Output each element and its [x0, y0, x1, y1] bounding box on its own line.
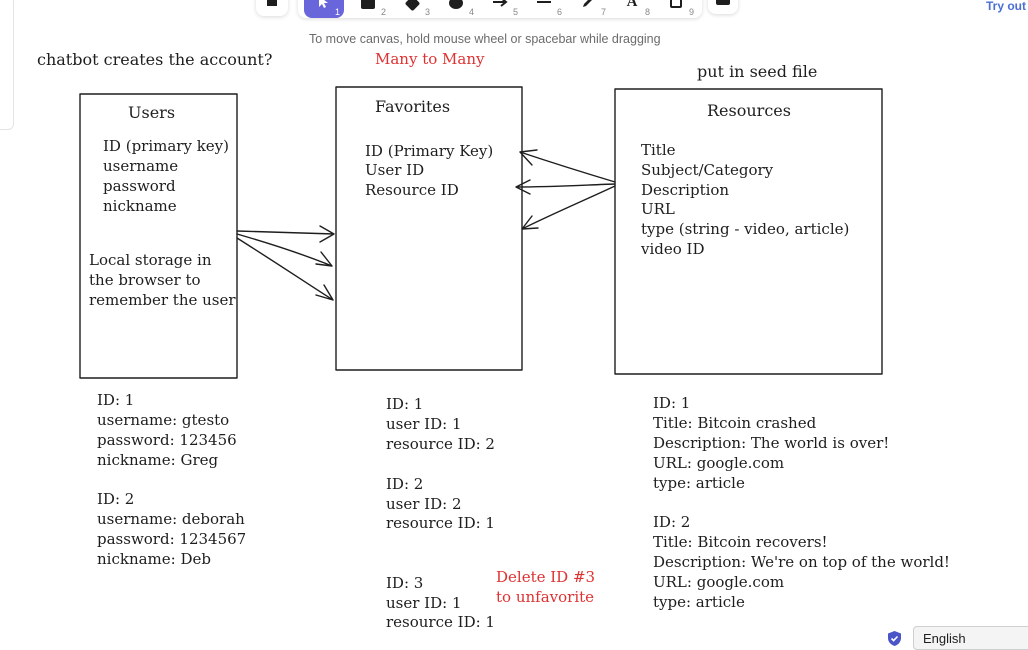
favorites-title: Favorites: [375, 97, 451, 116]
users-note-line: Local storage in: [89, 251, 212, 269]
tool-number: 9: [688, 7, 694, 17]
image-icon: [670, 0, 682, 8]
library-icon: [716, 0, 730, 5]
resources-title: Resources: [707, 101, 791, 120]
library-button[interactable]: [708, 0, 738, 14]
users-to-favorites-arrow-1: [236, 225, 335, 243]
users-to-favorites-arrow-3: [236, 237, 334, 301]
resources-field: video ID: [641, 240, 705, 258]
users-title: Users: [128, 103, 176, 122]
tool-diamond[interactable]: 3: [390, 0, 434, 18]
note-delete-line: to unfavorite: [496, 588, 595, 606]
tool-number: 3: [424, 7, 430, 17]
tool-number: 6: [556, 7, 562, 17]
users-field: password: [103, 177, 176, 195]
resources-record-line: ID: 2: [653, 513, 691, 531]
users-record-line: ID: 1: [97, 391, 135, 409]
users-record-line: nickname: Deb: [97, 550, 211, 568]
resources-record-line: type: article: [653, 474, 745, 492]
line-icon: [537, 1, 551, 3]
resources-field: Description: [641, 181, 730, 199]
users-record-line: password: 1234567: [97, 530, 247, 548]
rectangle-icon: [361, 0, 375, 9]
favorites-record-line: user ID: 1: [386, 415, 462, 433]
users-to-favorites-arrow-2: [236, 233, 333, 267]
lock-icon: [267, 0, 277, 6]
tool-rectangle[interactable]: 2: [346, 0, 390, 18]
resources-record-line: Title: Bitcoin crashed: [653, 414, 817, 432]
favorites-box: [335, 86, 523, 371]
tool-selection[interactable]: 1: [304, 0, 344, 18]
tool-arrow[interactable]: 5: [478, 0, 522, 18]
users-field: username: [103, 157, 179, 175]
note-seed-file: put in seed file: [697, 62, 818, 81]
tool-number: 2: [380, 7, 386, 17]
note-many-to-many: Many to Many: [375, 50, 485, 68]
favorites-record-line: resource ID: 1: [386, 613, 495, 631]
favorites-record-line: resource ID: 1: [386, 514, 495, 532]
tool-text[interactable]: A 8: [610, 0, 654, 18]
tool-number: 5: [512, 7, 518, 17]
resources-to-favorites-arrow-2: [515, 179, 616, 195]
tool-ellipse[interactable]: 4: [434, 0, 478, 18]
users-record-line: nickname: Greg: [97, 451, 219, 469]
tool-number: 4: [468, 7, 474, 17]
shield-check-icon: [888, 631, 901, 646]
favorites-record-line: ID: 2: [386, 475, 424, 493]
resources-record-line: type: article: [653, 593, 745, 611]
pencil-icon: [583, 0, 592, 7]
favorites-record-line: resource ID: 2: [386, 435, 495, 453]
language-select[interactable]: English: [913, 626, 1028, 650]
resources-field: URL: [641, 200, 675, 218]
resources-field: Subject/Category: [641, 161, 774, 179]
users-box: [79, 93, 238, 379]
resources-record-line: URL: google.com: [653, 454, 785, 472]
note-chatbot: chatbot creates the account?: [37, 50, 273, 69]
users-field: ID (primary key): [103, 137, 230, 155]
resources-field: Title: [641, 141, 676, 159]
shape-toolbar: 1 2 3 4 5 6 7 A 8 9: [298, 0, 702, 18]
users-field: nickname: [103, 197, 177, 215]
resources-to-favorites-arrow-3: [521, 185, 616, 230]
resources-record-line: Description: We're on top of the world!: [653, 553, 950, 571]
tool-group: 1 2 3 4 5 6 7 A 8 9: [298, 0, 702, 18]
tool-image[interactable]: 9: [654, 0, 698, 18]
favorites-record-line: ID: 3: [386, 574, 424, 592]
users-record-line: password: 123456: [97, 431, 237, 449]
canvas-hint: To move canvas, hold mouse wheel or spac…: [309, 32, 661, 46]
try-out-link[interactable]: Try out: [985, 0, 1026, 13]
tool-number: 7: [600, 7, 606, 17]
tool-number: 8: [644, 7, 650, 17]
users-record-line: ID: 2: [97, 490, 135, 508]
arrow-icon: [493, 0, 508, 7]
favorites-field: Resource ID: [365, 181, 459, 199]
text-icon: A: [626, 0, 638, 10]
ellipse-icon: [449, 0, 463, 9]
note-delete-line: Delete ID #3: [496, 568, 596, 586]
favorites-record-line: user ID: 1: [386, 594, 462, 612]
favorites-record-line: ID: 1: [386, 395, 424, 413]
tool-draw[interactable]: 7: [566, 0, 610, 18]
side-panel: [0, 0, 14, 130]
users-note-line: the browser to: [89, 271, 201, 289]
resources-record-line: Title: Bitcoin recovers!: [653, 533, 828, 551]
resources-record-line: Description: The world is over!: [653, 434, 890, 452]
lock-button[interactable]: [256, 0, 288, 16]
favorites-field: ID (Primary Key): [365, 142, 494, 160]
users-record-line: username: deborah: [97, 510, 245, 528]
pointer-icon: [319, 0, 328, 8]
tool-number: 1: [334, 7, 340, 17]
resources-field: type (string - video, article): [641, 220, 850, 238]
favorites-field: User ID: [365, 161, 425, 179]
resources-record-line: ID: 1: [653, 394, 691, 412]
resources-to-favorites-arrow-1: [519, 149, 616, 183]
resources-record-line: URL: google.com: [653, 573, 785, 591]
users-record-line: username: gtesto: [97, 411, 230, 429]
users-note-line: remember the user: [89, 291, 236, 309]
tool-line[interactable]: 6: [522, 0, 566, 18]
favorites-record-line: user ID: 2: [386, 495, 462, 513]
resources-box: [614, 88, 883, 375]
